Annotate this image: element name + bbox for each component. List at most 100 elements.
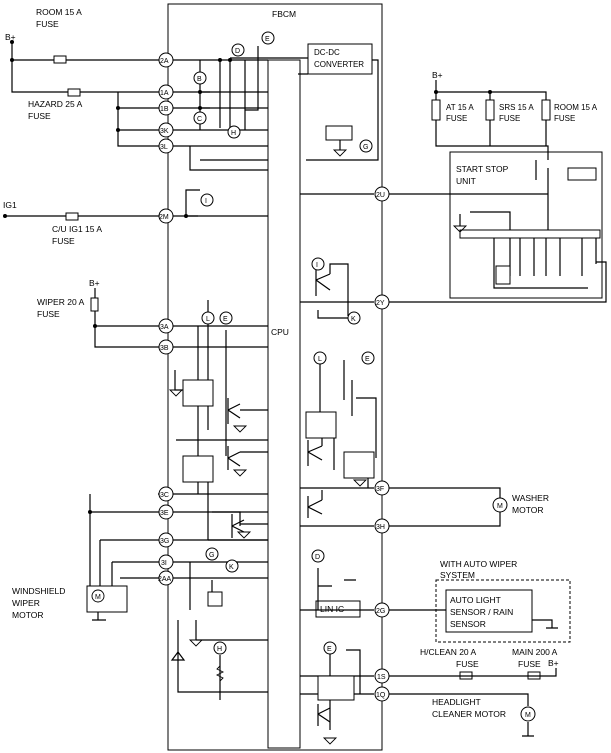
hazard-fuse-label-2: FUSE (28, 111, 51, 121)
marker-I-top-label: I (205, 198, 207, 205)
hclean-fuse-label-1: H/CLEAN 20 A (420, 647, 477, 657)
transistor-3 (231, 514, 245, 538)
pin-3K-label: 3K (160, 128, 169, 135)
headlight-motor-m: M (525, 712, 531, 719)
marker-E-left (219, 311, 233, 325)
pin-2Y-label: 2Y (376, 300, 385, 307)
marker-K-low-label: K (229, 564, 234, 571)
room-fuse-symbol (53, 55, 67, 64)
washer-label-2: MOTOR (512, 505, 543, 515)
marker-L-left-label: L (206, 316, 210, 323)
right-output-wires (300, 193, 374, 695)
cu-fuse-label-1: C/U IG1 15 A (52, 224, 102, 234)
headlight-wires (389, 668, 557, 737)
at-fuse-symbol (431, 99, 441, 121)
logic-gate (207, 591, 223, 607)
wiper-fuse-symbol (90, 297, 99, 312)
marker-E-label: E (265, 36, 270, 43)
rain-sensor-label-2: SENSOR / RAIN (450, 607, 513, 617)
marker-B (193, 71, 207, 85)
marker-H-top-label: H (231, 130, 236, 137)
headlight-relay (317, 675, 355, 701)
diode-symbol (170, 651, 186, 661)
rain-sensor-label-1: AUTO LIGHT (450, 595, 501, 605)
pin-3L (158, 138, 174, 154)
pin-2M-label: 2M (159, 214, 169, 221)
pin-3I (158, 554, 174, 570)
junction (93, 324, 97, 328)
junction (198, 106, 202, 110)
junction (434, 90, 438, 94)
marker-E-right-label: E (365, 356, 370, 363)
marker-K-right (347, 311, 361, 325)
pin-3E-label: 3E (160, 510, 169, 517)
dcdc-label-1: DC-DC (314, 48, 340, 57)
transistor-headlight (317, 704, 331, 726)
marker-I-right-label: I (316, 262, 318, 269)
letter-markers: D E B C H G I I K L E L E G K D H E (193, 31, 375, 655)
marker-E-right (361, 351, 375, 365)
marker-E-left-label: E (223, 316, 228, 323)
marker-C (193, 111, 207, 125)
pin-1A-label: 1A (160, 90, 169, 97)
pin-3G (158, 532, 174, 548)
windshield-motor-wires (89, 494, 158, 621)
wiper-relay-2 (182, 455, 214, 483)
marker-C-label: C (197, 116, 202, 123)
marker-L-right (313, 351, 327, 365)
junction (488, 90, 492, 94)
pin-2AA-label: 2AA (158, 576, 172, 583)
fbcm-title: FBCM (272, 9, 296, 19)
start-stop-label-2: UNIT (456, 176, 476, 186)
marker-E-low-label: E (327, 646, 332, 653)
cu-fuse-label-2: FUSE (52, 236, 75, 246)
lin-ic-block (315, 600, 361, 618)
marker-G-top-label: G (363, 144, 368, 151)
b-plus-right: B+ (432, 70, 443, 80)
marker-G-low-label: G (209, 552, 214, 559)
junction (10, 40, 14, 44)
pin-3L-label: 3L (160, 144, 168, 151)
windshield-motor-symbol (91, 589, 105, 603)
washer-motor-m: M (497, 503, 503, 510)
rain-sensor-wires (389, 609, 558, 629)
srs-fuse-symbol (485, 99, 495, 121)
wiper-b-plus: B+ (89, 278, 100, 288)
room-fuse-label-2: FUSE (36, 19, 59, 29)
lin-ic-label: LIN IC (320, 604, 344, 614)
start-stop-unit (449, 151, 603, 299)
washer-relay-1 (305, 411, 337, 439)
windshield-label-2: WIPER (12, 598, 40, 608)
junction (88, 510, 92, 514)
left-pins: 2A 1A 1B 3K 3L 2M 3A 3B 3C 3E 3G 3I 2AA (158, 52, 174, 586)
b-plus-main: B+ (548, 658, 559, 668)
auto-wiper-system-outline (435, 579, 571, 643)
wiper-fuse-label-2: FUSE (37, 309, 60, 319)
auto-wiper-title-1: WITH AUTO WIPER (440, 559, 517, 569)
marker-G-low (205, 547, 219, 561)
pin-3E (158, 504, 174, 520)
hclean-fuse-label-2: FUSE (456, 659, 479, 669)
pin-3C (158, 486, 174, 502)
junction (198, 90, 202, 94)
pin-2A-label: 2A (160, 58, 169, 65)
right-internal-circuit (315, 260, 349, 319)
marker-E (261, 31, 275, 45)
start-stop-relay (567, 167, 597, 181)
srs-fuse-label-2: FUSE (499, 114, 520, 123)
lower-left-wires (177, 580, 268, 700)
junction (10, 58, 14, 62)
pin-3A (158, 318, 174, 334)
marker-L-left (201, 311, 215, 325)
dcdc-regulator (325, 125, 353, 141)
marker-D-low-label: D (315, 554, 320, 561)
wiper-fuse-wires (94, 288, 158, 348)
pin-1A (158, 84, 174, 100)
marker-K-right-label: K (351, 316, 356, 323)
pin-2M (158, 208, 174, 224)
pin-3B-label: 3B (160, 345, 169, 352)
pin-1S-label: 1S (377, 674, 386, 681)
pin-1Q-label: 1Q (376, 692, 386, 699)
marker-H-low (213, 641, 227, 655)
pin-2AA (158, 570, 174, 586)
